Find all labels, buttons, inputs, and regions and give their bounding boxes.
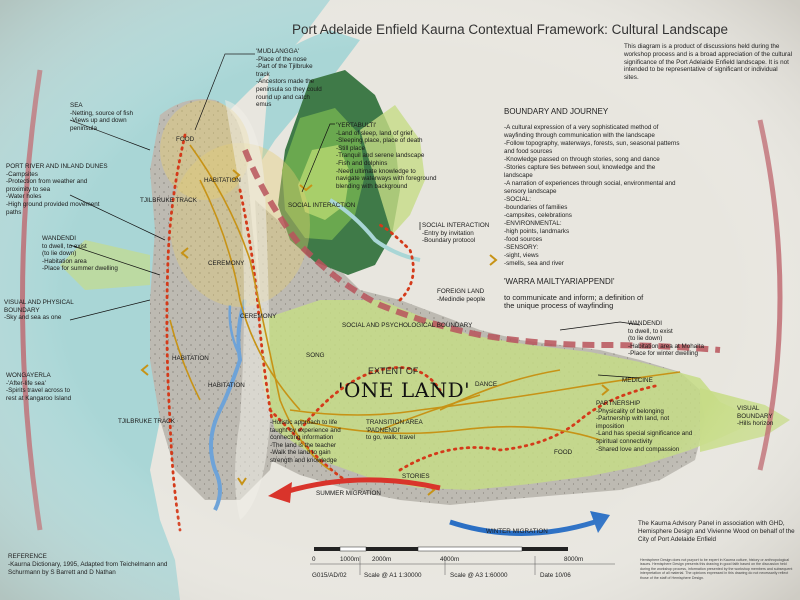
note-port-river: PORT RIVER AND INLAND DUNES -Campsites -… xyxy=(6,163,108,216)
label-tjilbruke-track-2: TJILBRUKE TRACK xyxy=(118,418,175,425)
scale-bar xyxy=(310,546,615,575)
scale-tick-2000: 2000m xyxy=(372,556,392,563)
label-song: SONG xyxy=(306,352,325,359)
note-visual-boundary-left: VISUAL AND PHYSICAL BOUNDARY -Sky and se… xyxy=(4,299,74,322)
note-visual-boundary-right: VISUAL BOUNDARY -Hills horizon xyxy=(737,405,774,428)
intro-note: This diagram is a product of discussions… xyxy=(624,43,793,82)
one-land-label: 'ONE LAND' xyxy=(338,378,471,402)
label-habitation-2: HABITATION xyxy=(172,355,209,362)
label-medicine: MEDICINE xyxy=(622,377,653,384)
label-habitation: HABITATION xyxy=(204,177,241,184)
note-social-interaction: SOCIAL INTERACTION -Entry by invitation … xyxy=(422,222,490,245)
label-summer-migration: SUMMER MIGRATION xyxy=(316,490,381,497)
warra-description: to communicate and inform; a definition … xyxy=(504,293,644,310)
drawing-code: G015/AD/02 xyxy=(312,572,347,579)
scale-a3: Scale @ A3 1:60000 xyxy=(450,572,508,579)
scale-tick-1000: 1000m xyxy=(340,556,360,563)
boundary-journey-body: -A cultural expression of a very sophist… xyxy=(504,124,680,267)
map-title: Port Adelaide Enfield Kaurna Contextual … xyxy=(292,22,728,37)
label-food: FOOD xyxy=(176,136,195,143)
boundary-journey-heading: BOUNDARY AND JOURNEY xyxy=(504,107,609,116)
note-partnership: PARTNERSHIP -Physicality of belonging -P… xyxy=(596,400,693,453)
warra-heading: 'WARRA MAILTYARIAPPENDI' xyxy=(504,277,615,286)
scale-a1: Scale @ A1 1:30000 xyxy=(364,572,422,579)
credit-note: The Kaurna Advisory Panel in association… xyxy=(638,520,795,543)
label-tjilbruke-track: TJILBRUKE TRACK xyxy=(140,197,197,204)
note-wongayerla: WONGAYERLA -'After-life sea' -Spirits tr… xyxy=(6,372,72,402)
scale-tick-8000: 8000m xyxy=(564,556,584,563)
note-transition-area: TRANSITION AREA 'PADNENDI' to go, walk, … xyxy=(366,419,423,442)
reference-note: REFERENCE -Kaurna Dictionary, 1995, Adap… xyxy=(8,553,168,576)
label-food-2: FOOD xyxy=(554,449,573,456)
scale-tick-0: 0 xyxy=(312,556,316,563)
label-winter-migration: WINTER MIGRATION xyxy=(486,528,548,535)
note-foreign-land: FOREIGN LAND -Medindie people xyxy=(437,288,486,303)
boundary-journey-panel: BOUNDARY AND JOURNEY -A cultural express… xyxy=(504,100,704,318)
extent-of-label: EXTENT OF xyxy=(368,366,419,376)
label-dance: DANCE xyxy=(475,381,498,388)
note-sea: SEA -Netting, source of fish -Views up a… xyxy=(70,102,133,132)
label-social-interaction-map: SOCIAL INTERACTION xyxy=(288,202,356,209)
note-holistic: -Holistic approach to life taught by exp… xyxy=(270,419,341,464)
label-social-psych-boundary: SOCIAL AND PSYCHOLOGICAL BOUNDARY xyxy=(342,322,473,329)
drawing-date: Date 10/06 xyxy=(540,572,571,579)
note-wandendi-right: WANDENDI to dwell, to exist (to lie down… xyxy=(628,320,704,358)
scale-tick-4000: 4000m xyxy=(440,556,460,563)
label-ceremony-2: CEREMONY xyxy=(240,313,277,320)
label-stories: STORIES xyxy=(402,473,430,480)
label-habitation-3: HABITATION xyxy=(208,382,245,389)
label-ceremony: CEREMONY xyxy=(208,260,245,267)
note-wandendi-left: WANDENDI to dwell, to exist (to lie down… xyxy=(42,235,118,273)
note-yertabulti: 'YERTABULTI' -Land of sleep, land of gri… xyxy=(336,122,437,190)
disclaimer-note: Hemisphere Design does not purport to be… xyxy=(640,558,793,580)
note-mudlangga: 'MUDLANGGA' -Place of the nose -Part of … xyxy=(256,48,322,109)
